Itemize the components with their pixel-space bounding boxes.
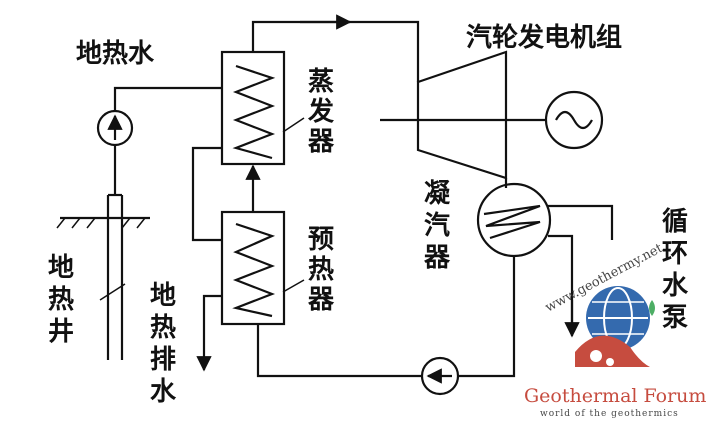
label-well-1: 地 [48,253,74,283]
label-drain-3: 排 [150,345,176,375]
geothermal-well-pipe [106,193,124,360]
label-condenser-3: 器 [423,243,451,273]
label-drain-1: 地 [150,281,176,311]
label-evaporator-3: 器 [307,127,335,157]
ground-surface [56,216,150,229]
label-condenser-2: 汽 [424,211,450,241]
feed-line [256,324,422,378]
label-drain-2: 热 [150,313,176,343]
label-pump-2: 环 [662,239,688,269]
watermark-title: Geothermal Forum [524,385,706,407]
evap-to-preheater-brine-line [191,146,222,242]
label-drain-4: 水 [150,377,177,407]
feed-pump [420,356,460,396]
label-condenser-1: 凝 [424,179,451,209]
condenser [476,182,552,258]
cooling-water-in-line [548,234,574,330]
turbine [416,50,508,180]
label-evaporator-1: 蒸 [308,67,334,97]
label-preheater-2: 热 [308,255,334,285]
preheater [220,210,286,326]
evaporator [220,50,286,166]
label-turbine-generator-set: 汽轮发电机组 [466,22,622,53]
watermark-subtitle: world of the geothermics [540,409,679,419]
geothermal-supply-line [113,86,222,111]
globe-logo-icon [575,286,655,367]
label-preheater-1: 预 [308,225,334,255]
generator [544,90,604,150]
label-evaporator-2: 发 [307,96,334,127]
label-pump-4: 泵 [662,303,688,333]
label-well-2: 热 [48,285,74,315]
geothermal-drain-line [196,294,222,372]
label-geothermal-water: 地热水 [76,39,155,69]
cooling-water-out-line [548,204,614,240]
condensate-line [458,256,516,378]
production-pump [96,109,134,147]
label-pump-1: 循 [662,207,688,237]
label-pump-3: 水 [662,271,689,301]
label-well-3: 井 [48,317,74,347]
label-preheater-3: 器 [307,285,335,315]
